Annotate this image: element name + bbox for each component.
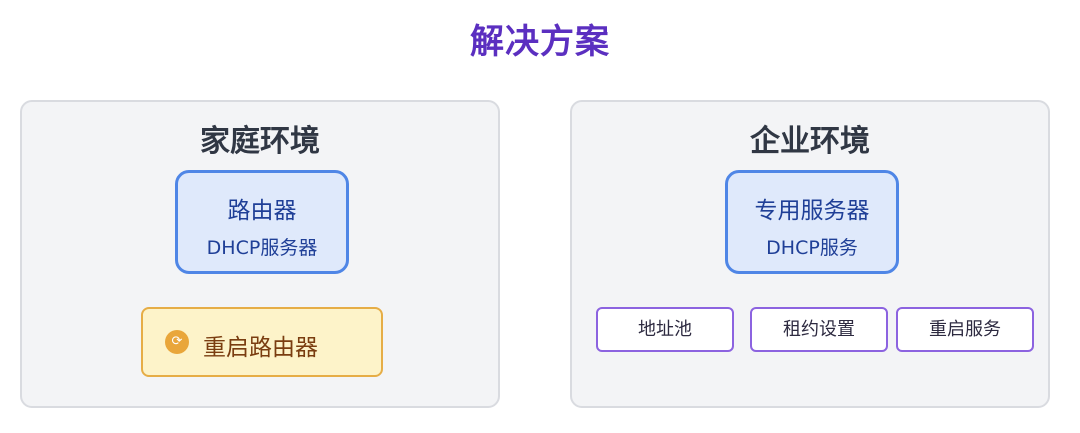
enterprise-server-name: 专用服务器 (754, 198, 870, 224)
home-panel-title: 家庭环境 (200, 124, 320, 159)
enterprise-server-box: 专用服务器 DHCP服务 (725, 170, 899, 274)
home-dhcp-server-label: DHCP服务器 (206, 237, 318, 259)
restart-icon: ⟳ (165, 330, 189, 354)
home-environment-panel: 家庭环境 路由器 DHCP服务器 ⟳ 重启路由器 (20, 100, 500, 408)
restart-service-button[interactable]: 重启服务 (896, 307, 1034, 352)
home-router-name: 路由器 (227, 198, 297, 224)
address-pool-button[interactable]: 地址池 (596, 307, 734, 352)
enterprise-panel-title: 企业环境 (750, 124, 870, 159)
restart-router-label: 重启路由器 (203, 335, 318, 361)
home-router-box: 路由器 DHCP服务器 (175, 170, 349, 274)
lease-settings-button[interactable]: 租约设置 (750, 307, 888, 352)
enterprise-environment-panel: 企业环境 专用服务器 DHCP服务 地址池 租约设置 重启服务 (570, 100, 1050, 408)
enterprise-dhcp-service-label: DHCP服务 (766, 237, 858, 259)
restart-router-button[interactable]: ⟳ 重启路由器 (141, 307, 383, 377)
diagram-title: 解决方案 (470, 22, 610, 62)
